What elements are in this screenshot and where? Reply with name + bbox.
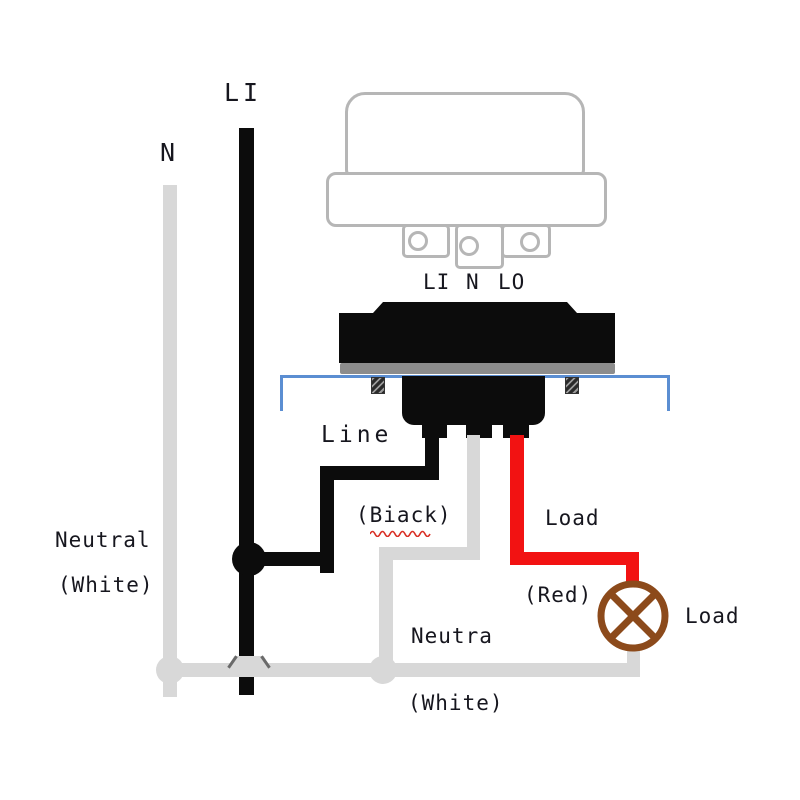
terminal-hole-n [459,236,479,256]
socket-prong-lo [503,425,529,438]
neutral-branch-seg2 [379,547,480,560]
mount-tab-left [371,377,385,394]
photocell-base [326,172,607,227]
lamp-symbol [597,580,669,652]
socket-upper-body [339,302,615,363]
neutral-branch-seg1 [467,435,480,560]
socket-lower-body [402,376,545,425]
line-label: Line [321,422,393,448]
supply-neutral-label: N [160,138,180,167]
neutral-left-label-line2: (White) [58,573,154,597]
mount-tab-right [565,377,579,394]
line-wire-seg2 [320,466,439,480]
supply-live-label: LI [224,78,263,107]
line-junction-dot [232,542,266,576]
socket-prong-n [466,425,492,438]
lamp-label: Load [685,604,740,628]
photocell-dome [345,92,585,178]
neutral-junction-dot-left [156,656,184,684]
live-wire-vertical [239,128,254,695]
neutral-bottom-label-line1: Neutra [411,624,493,648]
terminal-label-li: LI [423,270,451,294]
neutral-lamp-stub [627,645,640,677]
load-wire-seg3 [626,552,639,584]
lamp-cross-line2 [607,590,659,642]
load-wire-label: Load [545,506,600,530]
terminal-hole-li [408,231,428,251]
mount-bracket-left-end [280,375,283,411]
neutral-bottom-run [170,663,640,677]
misspell-underline [370,530,431,537]
neutral-hop-bump [226,656,272,670]
terminal-label-n: N [466,270,480,294]
socket-prong-li [422,425,447,438]
neutral-wire-vertical [163,185,177,697]
load-color-label: (Red) [524,583,593,607]
neutral-bottom-label-line2: (White) [408,691,504,715]
socket-gasket [340,363,615,374]
load-wire-seg2 [510,552,639,565]
line-wire-seg3 [320,466,334,573]
neutral-junction-dot-mid [369,656,397,684]
terminal-label-lo: LO [498,270,526,294]
neutral-left-label-line1: Neutral [55,528,151,552]
mount-bracket-right-end [667,375,670,411]
neutral-branch-seg3 [379,547,393,670]
terminal-hole-lo [520,232,540,252]
line-wire-seg4 [246,552,334,566]
line-color-label: (Biack) [356,503,452,527]
load-wire-seg1 [510,435,524,565]
